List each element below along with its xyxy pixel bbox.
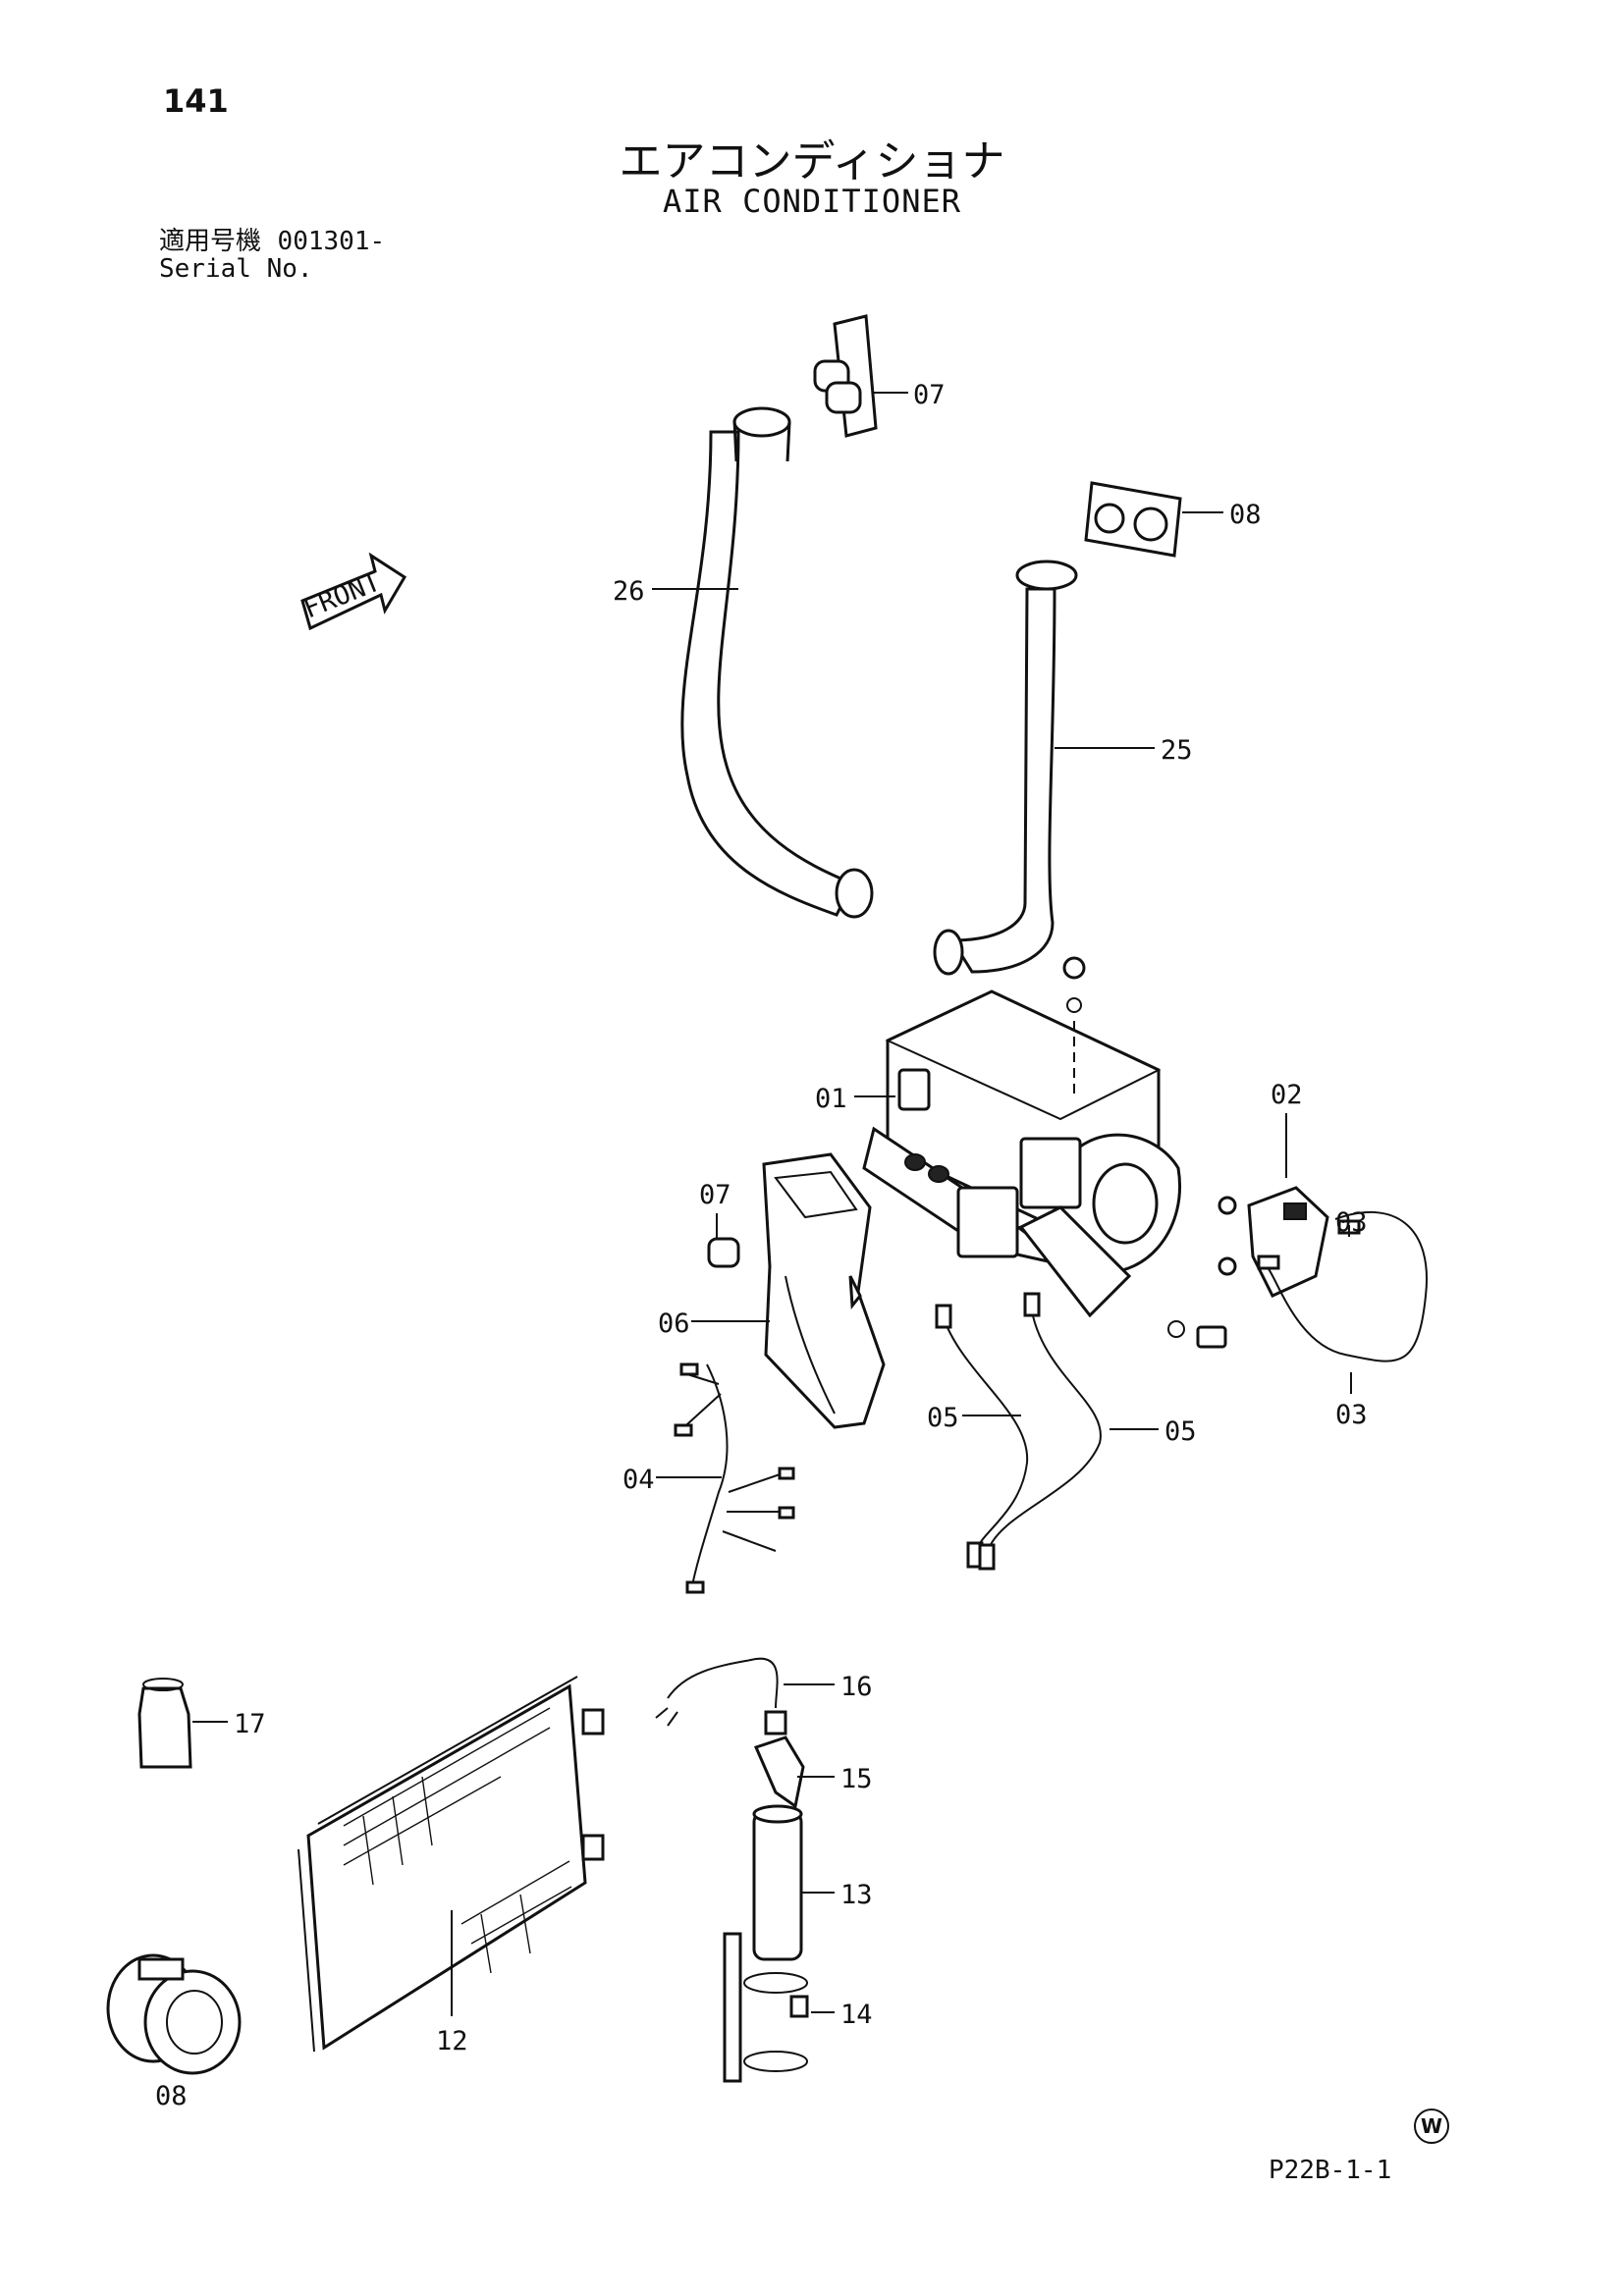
callout-04: 04 (623, 1465, 655, 1495)
callout-15: 15 (840, 1764, 873, 1794)
title-japanese: エアコンディショナ (619, 136, 1005, 187)
leader-lines (192, 392, 1352, 2016)
callout-08-right: 08 (1229, 500, 1262, 530)
grommet-07 (707, 1237, 740, 1268)
cable-05a (935, 1304, 1029, 1569)
serial-block: 適用号機 001301- Serial No. (159, 228, 385, 283)
callout-08-upper: 07 (913, 380, 946, 410)
cable-05b (978, 1292, 1102, 1571)
callout-05-left: 05 (927, 1403, 959, 1433)
callout-25: 25 (1161, 735, 1193, 766)
pressure-switch-cable (655, 1657, 787, 1735)
callout-07: 07 (699, 1180, 731, 1210)
callout-06: 06 (658, 1308, 690, 1339)
condenser (298, 1676, 605, 2053)
callout-16: 16 (840, 1672, 873, 1702)
connector-plate-right (1084, 481, 1182, 558)
relay-bracket (1247, 1186, 1329, 1298)
filter-17 (137, 1678, 192, 1769)
duct-hose-26 (680, 406, 874, 919)
bracket-14 (723, 1932, 809, 2083)
compressor (106, 1953, 242, 2075)
watermark-icon: W (1414, 2109, 1449, 2144)
callout-05-right: 05 (1164, 1416, 1197, 1447)
connector-plate-upper (813, 314, 878, 438)
callout-12: 12 (436, 2026, 468, 2056)
duct-06 (762, 1152, 886, 1429)
callout-13: 13 (840, 1880, 873, 1910)
callout-03-lower: 03 (1335, 1400, 1368, 1430)
page-number: 141 (163, 82, 229, 120)
serial-label-en: Serial No. (159, 254, 313, 284)
callout-01: 01 (815, 1084, 847, 1114)
duct-hose-25 (933, 560, 1078, 976)
callout-11: 08 (155, 2081, 188, 2111)
serial-value: 001301- (277, 227, 386, 256)
callout-02: 02 (1271, 1080, 1303, 1110)
harness-04 (674, 1362, 795, 1594)
title-english: AIR CONDITIONER (663, 183, 961, 220)
callout-26: 26 (613, 576, 645, 607)
callout-03-upper: 03 (1335, 1207, 1368, 1238)
serial-label-jp: 適用号機 (159, 227, 262, 256)
front-arrow-icon: FRONT (299, 552, 407, 631)
receiver-drier (752, 1804, 803, 1961)
callout-14: 14 (840, 2000, 873, 2030)
main-unit (862, 956, 1237, 1349)
fitting-15 (753, 1735, 805, 1809)
front-label: FRONT (299, 566, 385, 624)
document-code: P22B-1-1 (1269, 2156, 1392, 2185)
callout-17: 17 (234, 1709, 266, 1739)
